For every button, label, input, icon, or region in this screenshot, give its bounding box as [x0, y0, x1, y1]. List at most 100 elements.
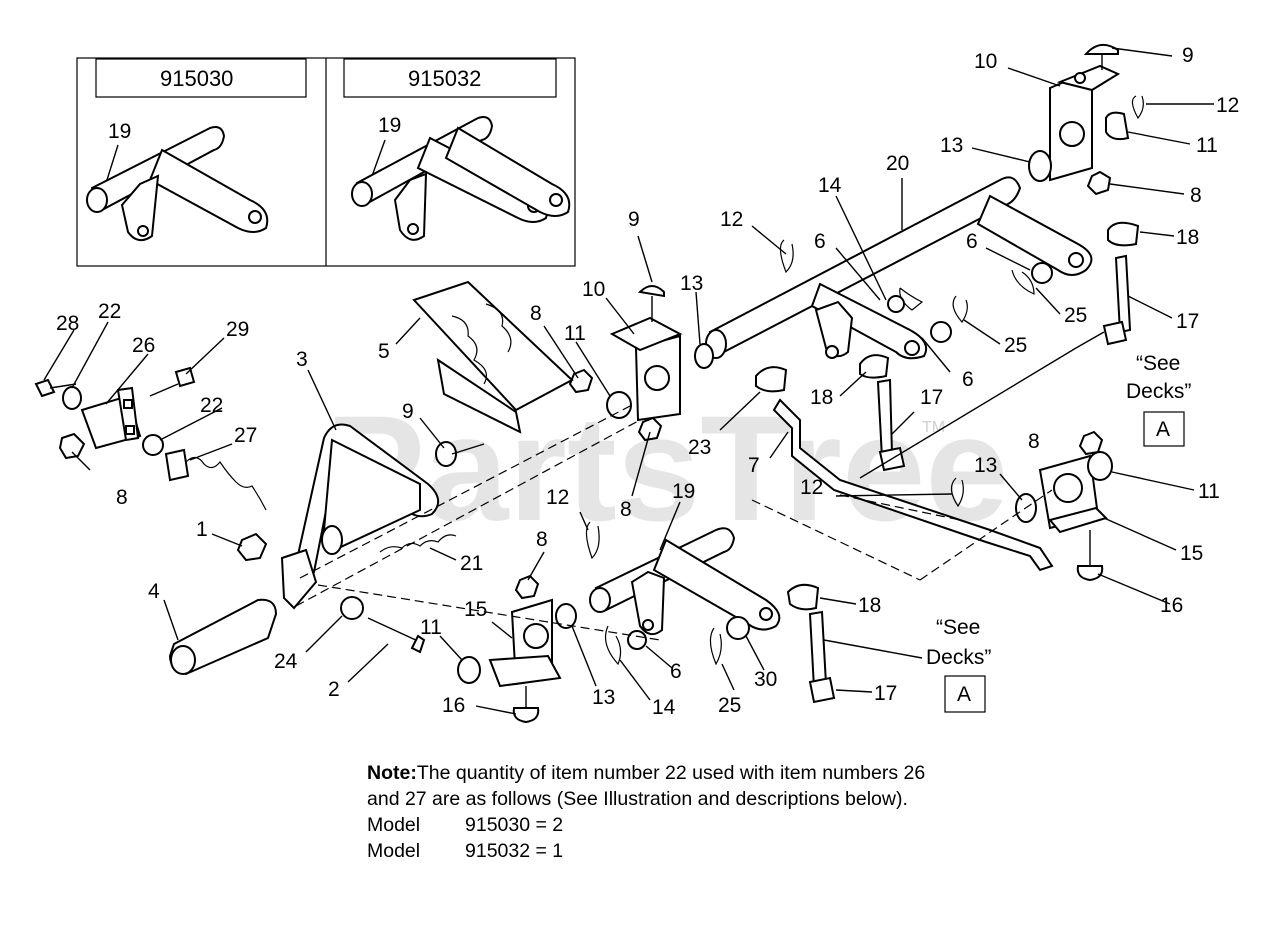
- callout-11: 11: [564, 322, 586, 345]
- callout-12: 12: [546, 486, 569, 509]
- callout-13: 13: [940, 134, 963, 157]
- model-row: Model 915032 = 1: [367, 838, 927, 864]
- inset-model-label-915030: 915030: [160, 66, 233, 91]
- lift-rod: [772, 398, 1054, 572]
- callout-27: 27: [234, 424, 257, 447]
- model-label: Model: [367, 840, 421, 862]
- inset-shaft-915030: [86, 126, 269, 242]
- callout-6: 6: [670, 660, 682, 683]
- callout-18: 18: [858, 594, 881, 617]
- callout-6: 6: [814, 230, 826, 253]
- main-shaft: [705, 176, 1093, 360]
- callout-18: 18: [810, 386, 833, 409]
- callout-12: 12: [800, 476, 823, 499]
- callout-28: 28: [56, 312, 79, 335]
- lower-shaft: [589, 527, 781, 636]
- inset-shaft-915032: [351, 116, 571, 241]
- model-label: Model: [367, 814, 421, 836]
- inset-frame: [76, 57, 576, 267]
- callout-1: 1: [196, 518, 208, 541]
- callout-19: 19: [672, 480, 695, 503]
- model-row: Model 915030 = 2: [367, 812, 927, 838]
- callout-18: 18: [1176, 226, 1199, 249]
- callout-8: 8: [116, 486, 128, 509]
- see-decks-ref-box: A: [957, 683, 971, 706]
- callout-3: 3: [296, 348, 308, 371]
- lever-assembly: [168, 423, 457, 676]
- callout-25: 25: [1064, 304, 1087, 327]
- callout-labels: 9 10 12 11 13 8 20 14 18 6 6 25 25 17 12…: [56, 44, 1239, 719]
- callout-13: 13: [680, 272, 703, 295]
- model-quantity: 915032 = 1: [465, 840, 564, 862]
- callout-5: 5: [378, 340, 390, 363]
- callout-6: 6: [962, 368, 974, 391]
- callout-7: 7: [748, 454, 760, 477]
- callout-22: 22: [200, 394, 223, 417]
- callout-25: 25: [1004, 334, 1027, 357]
- callout-11: 11: [1198, 480, 1220, 503]
- callout-29: 29: [226, 318, 249, 341]
- callout-4: 4: [148, 580, 160, 603]
- plate: [412, 280, 574, 434]
- callout-14: 14: [652, 696, 676, 719]
- inset-callout-19-b: 19: [378, 114, 401, 137]
- callout-11: 11: [420, 616, 442, 639]
- callout-9: 9: [628, 208, 640, 231]
- right-lower-bracket: [950, 430, 1113, 582]
- callout-20: 20: [886, 152, 909, 175]
- callout-8: 8: [530, 302, 542, 325]
- callout-16: 16: [442, 694, 465, 717]
- callout-8: 8: [1028, 430, 1040, 453]
- center-bracket: [568, 239, 1053, 442]
- model-quantity: 915030 = 2: [465, 814, 564, 836]
- note-text: Note:The quantity of item number 22 used…: [367, 760, 927, 812]
- callout-8: 8: [1190, 184, 1202, 207]
- inset-model-label-915032: 915032: [408, 66, 481, 91]
- quantity-note: Note:The quantity of item number 22 used…: [367, 760, 927, 864]
- callout-22: 22: [98, 300, 121, 323]
- callout-17: 17: [874, 682, 897, 705]
- callout-6: 6: [966, 230, 978, 253]
- leader-lines: [43, 47, 1214, 715]
- left-bracket-assembly: [34, 366, 426, 654]
- center-carriage-bolt: [435, 441, 485, 467]
- callout-24: 24: [274, 650, 298, 673]
- callout-30: 30: [754, 668, 777, 691]
- callout-9: 9: [402, 400, 414, 423]
- callout-16: 16: [1160, 594, 1183, 617]
- callout-15: 15: [464, 598, 487, 621]
- callout-13: 13: [974, 454, 997, 477]
- see-decks-line1: “See: [936, 616, 980, 639]
- callout-10: 10: [582, 278, 605, 301]
- alignment-lines: [295, 404, 1053, 641]
- see-decks-ref-box: A: [1156, 418, 1170, 441]
- callout-12: 12: [1216, 94, 1239, 117]
- see-decks-reference-upper: “See Decks” A: [1126, 352, 1191, 447]
- callout-21: 21: [460, 552, 483, 575]
- inset-callout-19-a: 19: [108, 120, 131, 143]
- note-body: The quantity of item number 22 used with…: [367, 762, 926, 810]
- callout-25: 25: [718, 694, 741, 717]
- callout-9: 9: [1182, 44, 1194, 67]
- callout-17: 17: [1176, 310, 1199, 333]
- see-decks-line2: Decks”: [1126, 380, 1191, 403]
- callout-17: 17: [920, 386, 943, 409]
- callout-12: 12: [720, 208, 743, 231]
- callout-8: 8: [536, 528, 548, 551]
- note-label: Note:: [367, 762, 417, 784]
- upper-right-bracket: [1028, 43, 1144, 247]
- callout-2: 2: [328, 678, 340, 701]
- callout-8: 8: [620, 498, 632, 521]
- callout-26: 26: [132, 334, 155, 357]
- callout-10: 10: [974, 50, 997, 73]
- callout-14: 14: [818, 174, 842, 197]
- callout-23: 23: [688, 436, 711, 459]
- see-decks-line2: Decks”: [926, 646, 991, 669]
- callout-11: 11: [1196, 134, 1218, 157]
- see-decks-reference-lower: “See Decks” A: [926, 616, 991, 713]
- callout-15: 15: [1180, 542, 1203, 565]
- callout-13: 13: [592, 686, 615, 709]
- watermark-tm: TM: [922, 419, 945, 436]
- see-decks-line1: “See: [1136, 352, 1180, 375]
